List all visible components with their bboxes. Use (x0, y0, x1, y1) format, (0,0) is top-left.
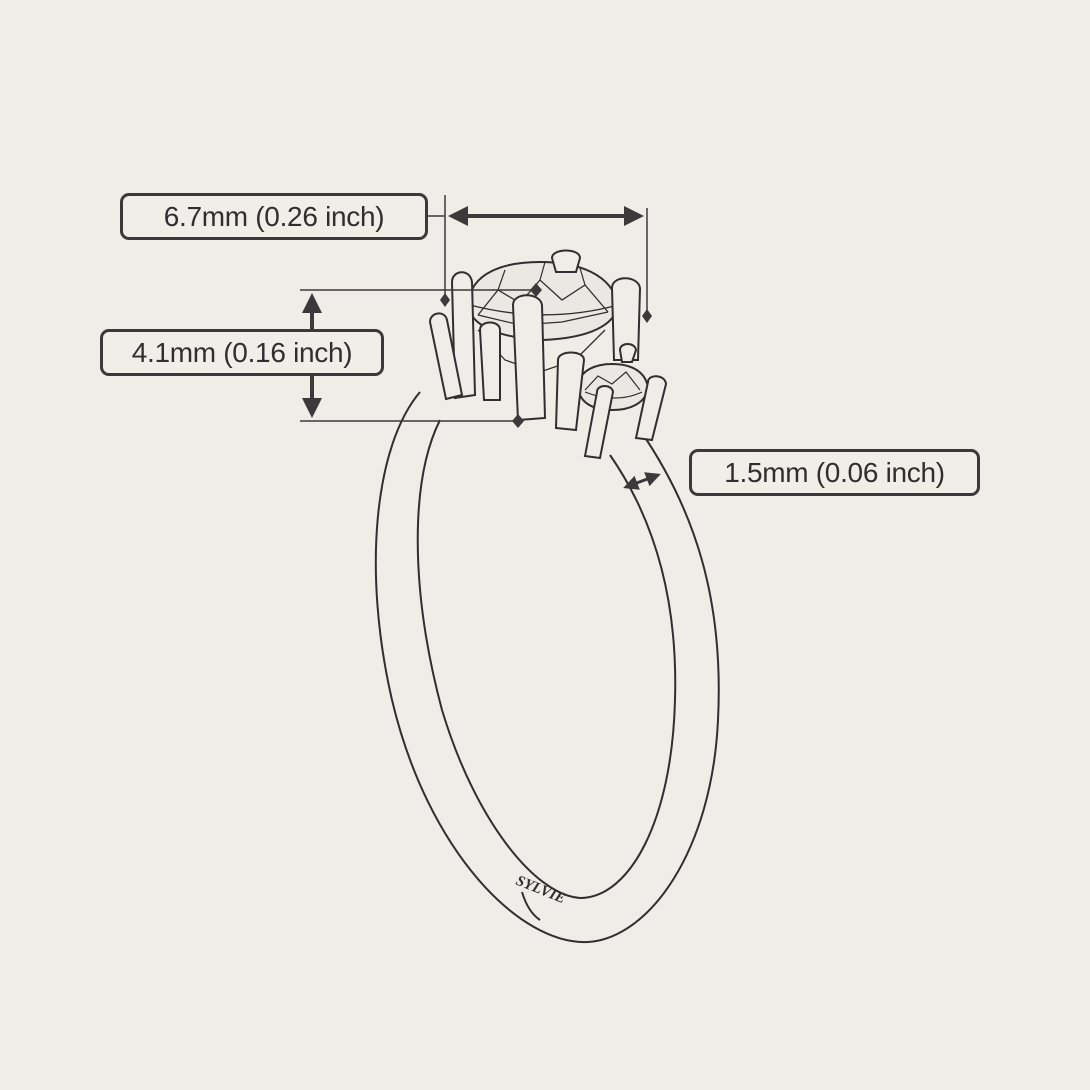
width-dimension (428, 195, 652, 323)
height-dimension (300, 283, 542, 428)
ring-band (374, 391, 720, 944)
width-label: 6.7mm (0.26 inch) (120, 193, 428, 240)
band-thickness-label: 1.5mm (0.06 inch) (689, 449, 980, 496)
side-stone (576, 362, 650, 412)
height-label: 4.1mm (0.16 inch) (100, 329, 384, 376)
engraving-text: SYLVIE (514, 873, 568, 907)
band-dimension (623, 472, 661, 490)
prongs (428, 249, 668, 460)
